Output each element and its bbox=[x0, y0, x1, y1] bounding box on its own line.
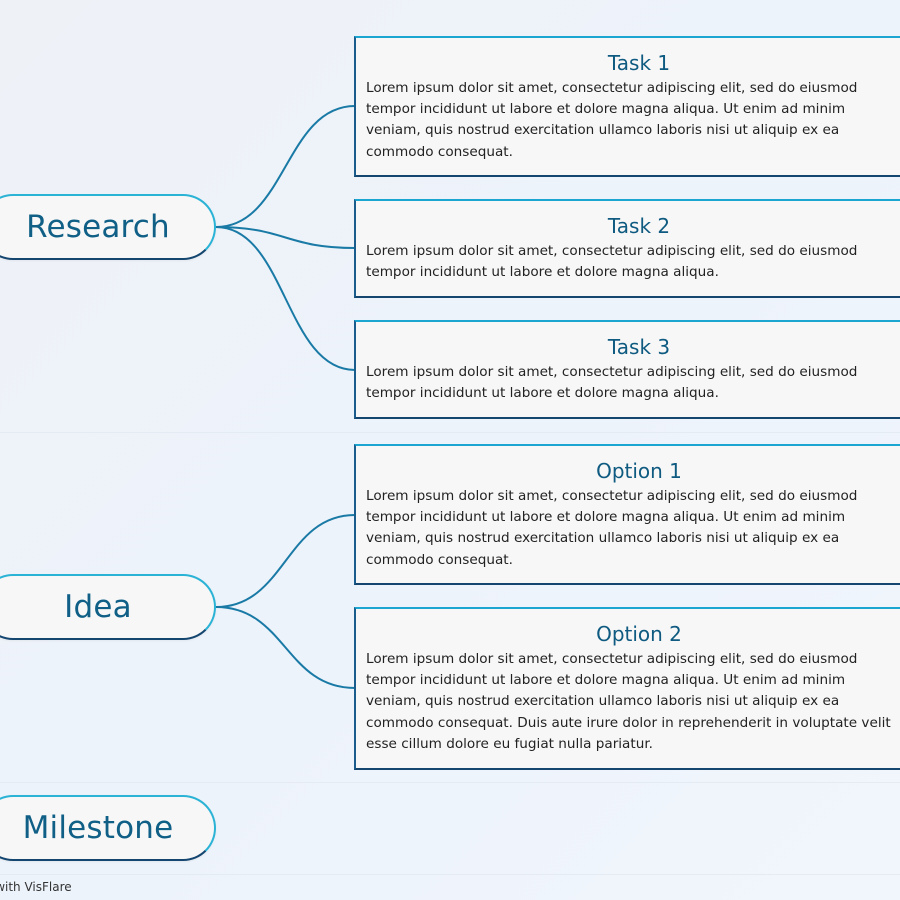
card-title: Task 1 bbox=[607, 51, 671, 75]
card-body-line: tempor incididunt ut labore et dolore ma… bbox=[366, 101, 846, 118]
connector-idea-option-1 bbox=[215, 514, 356, 608]
topic-node-idea[interactable]: Idea bbox=[0, 574, 216, 640]
card-body-line: tempor incididunt ut labore et dolore ma… bbox=[366, 672, 846, 689]
connector-research-task-1 bbox=[215, 105, 356, 228]
topic-label: Idea bbox=[64, 589, 132, 625]
card-body-line: commodo consequat. bbox=[366, 143, 513, 160]
topic-label: Milestone bbox=[22, 810, 174, 846]
card-body: Lorem ipsum dolor sit amet, consectetur … bbox=[366, 241, 900, 283]
topic-node-milestone[interactable]: Milestone bbox=[0, 795, 216, 861]
card-task-1[interactable]: Task 1 Lorem ipsum dolor sit amet, conse… bbox=[354, 36, 900, 177]
footer-credit: e with VisFlare bbox=[0, 880, 72, 894]
card-body-line: Lorem ipsum dolor sit amet, consectetur … bbox=[366, 488, 858, 504]
card-body: Lorem ipsum dolor sit amet, consectetur … bbox=[366, 78, 900, 163]
card-body-line: veniam, quis nostrud exercitation ullamc… bbox=[366, 122, 840, 139]
connector-research-task-3 bbox=[215, 226, 356, 371]
card-task-2[interactable]: Task 2 Lorem ipsum dolor sit amet, conse… bbox=[354, 199, 900, 298]
connector-research-task-2 bbox=[215, 226, 356, 249]
card-body-line: tempor incididunt ut labore et dolore ma… bbox=[366, 385, 719, 402]
card-title: Option 2 bbox=[596, 622, 682, 646]
card-body-line: veniam, quis nostrud exercitation ullamc… bbox=[366, 530, 840, 547]
group-divider bbox=[0, 874, 900, 875]
group-divider bbox=[0, 432, 900, 433]
card-option-2[interactable]: Option 2 Lorem ipsum dolor sit amet, con… bbox=[354, 607, 900, 770]
card-body-line: Lorem ipsum dolor sit amet, consectetur … bbox=[366, 364, 858, 380]
card-body-line: veniam, quis nostrud exercitation ullamc… bbox=[366, 693, 840, 710]
group-divider bbox=[0, 782, 900, 783]
card-title: Task 3 bbox=[607, 335, 671, 359]
topic-node-research[interactable]: Research bbox=[0, 194, 216, 260]
card-body: Lorem ipsum dolor sit amet, consectetur … bbox=[366, 649, 900, 755]
card-body-line: tempor incididunt ut labore et dolore ma… bbox=[366, 509, 846, 526]
card-body-line: Lorem ipsum dolor sit amet, consectetur … bbox=[366, 243, 858, 259]
card-task-3[interactable]: Task 3 Lorem ipsum dolor sit amet, conse… bbox=[354, 320, 900, 419]
topic-label: Research bbox=[26, 209, 170, 245]
card-body-line: commodo consequat. bbox=[366, 551, 513, 568]
connector-idea-option-2 bbox=[215, 606, 356, 689]
card-body-line: esse cillum dolore eu fugiat nulla paria… bbox=[366, 735, 653, 752]
card-option-1[interactable]: Option 1 Lorem ipsum dolor sit amet, con… bbox=[354, 444, 900, 585]
card-title: Task 2 bbox=[607, 214, 671, 238]
card-body: Lorem ipsum dolor sit amet, consectetur … bbox=[366, 486, 900, 571]
card-body-line: Lorem ipsum dolor sit amet, consectetur … bbox=[366, 80, 858, 96]
card-body-line: tempor incididunt ut labore et dolore ma… bbox=[366, 264, 719, 281]
card-body-line: commodo consequat. Duis aute irure dolor… bbox=[366, 714, 891, 731]
card-title: Option 1 bbox=[596, 459, 682, 483]
card-body-line: Lorem ipsum dolor sit amet, consectetur … bbox=[366, 651, 858, 667]
card-body: Lorem ipsum dolor sit amet, consectetur … bbox=[366, 362, 900, 404]
